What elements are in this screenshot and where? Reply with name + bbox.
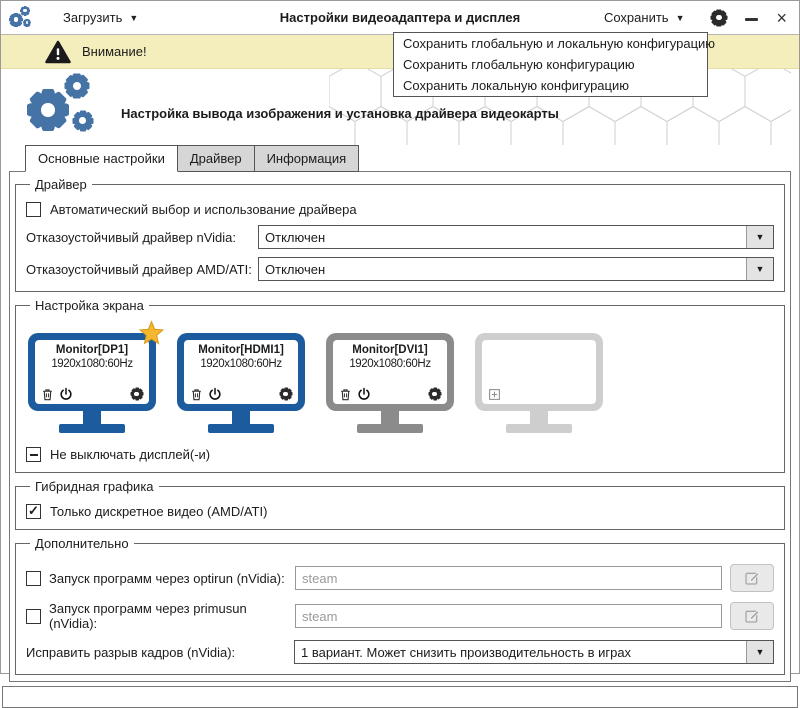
trash-icon[interactable] <box>190 388 203 401</box>
nvidia-failsafe-value: Отключен <box>265 229 326 245</box>
trash-icon[interactable] <box>339 388 352 401</box>
discrete-only-checkbox[interactable]: ✓ <box>26 504 41 519</box>
tab-main-settings[interactable]: Основные настройки <box>25 145 178 172</box>
save-dropdown-menu: Сохранить глобальную и локальную конфигу… <box>393 32 716 97</box>
amd-failsafe-select[interactable]: Отключен ▼ <box>258 257 774 281</box>
tab-bar: Основные настройки Драйвер Информация <box>25 145 799 172</box>
settings-gear-icon[interactable] <box>710 9 728 26</box>
title-bar: Загрузить ▼ Настройки видеоадаптера и ди… <box>1 1 799 35</box>
monitor-name: Monitor[HDMI1] <box>198 344 284 356</box>
primary-star-icon <box>138 320 165 345</box>
tearing-select[interactable]: 1 вариант. Может снизить производительно… <box>294 640 774 664</box>
tab-information[interactable]: Информация <box>254 145 360 172</box>
monitor-resolution: 1920x1080:60Hz <box>51 358 133 370</box>
power-icon[interactable] <box>59 387 73 401</box>
monitor-row: Monitor[DP1] 1920x1080:60Hz Monitor[HDMI… <box>26 317 774 433</box>
auto-driver-label: Автоматический выбор и использование дра… <box>50 202 357 217</box>
group-driver-legend: Драйвер <box>35 177 87 192</box>
primusun-checkbox[interactable] <box>26 608 41 624</box>
auto-driver-checkbox[interactable] <box>26 202 41 217</box>
tearing-label: Исправить разрыв кадров (nVidia): <box>26 644 236 660</box>
chevron-down-icon[interactable]: ▼ <box>746 641 773 663</box>
warning-triangle-icon <box>45 40 71 63</box>
indeterminate-mark <box>29 453 38 456</box>
minimize-button[interactable] <box>745 18 759 21</box>
chevron-down-icon: ▼ <box>129 12 139 23</box>
chevron-down-icon[interactable]: ▼ <box>746 226 773 248</box>
trash-icon[interactable] <box>41 388 54 401</box>
optirun-edit-button[interactable] <box>730 564 774 592</box>
app-gears-icon <box>9 5 35 30</box>
monitor-hdmi1[interactable]: Monitor[HDMI1] 1920x1080:60Hz <box>177 333 305 433</box>
edit-pencil-icon <box>745 572 760 585</box>
keep-display-on-label: Не выключать дисплей(-и) <box>50 447 211 462</box>
amd-failsafe-value: Отключен <box>265 261 326 277</box>
titlebar-controls: Сохранить ▼ × <box>596 9 799 27</box>
tearing-value: 1 вариант. Может снизить производительно… <box>301 644 632 660</box>
optirun-label: Запуск программ через optirun (nVidia): <box>49 570 285 586</box>
group-driver: Драйвер Автоматический выбор и использов… <box>15 177 785 292</box>
header-subtitle: Настройка вывода изображения и установка… <box>121 106 559 121</box>
nvidia-failsafe-select[interactable]: Отключен ▼ <box>258 225 774 249</box>
monitor-gear-icon[interactable] <box>130 387 143 401</box>
monitor-dp1[interactable]: Monitor[DP1] 1920x1080:60Hz <box>28 320 165 433</box>
amd-failsafe-label: Отказоустойчивый драйвер AMD/ATI: <box>26 261 252 277</box>
group-extra: Дополнительно Запуск программ через opti… <box>15 536 785 675</box>
nvidia-failsafe-label: Отказоустойчивый драйвер nVidia: <box>26 229 236 245</box>
app-logo-gears-icon <box>27 73 111 139</box>
optirun-input[interactable] <box>295 566 722 590</box>
group-extra-legend: Дополнительно <box>35 536 129 551</box>
menu-item-save-global[interactable]: Сохранить глобальную конфигурацию <box>403 57 635 72</box>
load-menu-button[interactable]: Загрузить ▼ <box>55 10 146 25</box>
group-screen-legend: Настройка экрана <box>35 298 144 313</box>
chevron-down-icon: ▼ <box>675 12 685 23</box>
group-hybrid-legend: Гибридная графика <box>35 479 154 494</box>
check-icon: ✓ <box>28 503 39 518</box>
monitor-resolution: 1920x1080:60Hz <box>200 358 282 370</box>
monitor-resolution: 1920x1080:60Hz <box>349 358 431 370</box>
primusun-input[interactable] <box>295 604 722 628</box>
tab-content-frame: Драйвер Автоматический выбор и использов… <box>9 171 791 682</box>
optirun-checkbox[interactable] <box>26 570 41 586</box>
group-screen: Настройка экрана Monitor[DP1] 1920x1080:… <box>15 298 785 473</box>
group-hybrid: Гибридная графика ✓ Только дискретное ви… <box>15 479 785 530</box>
status-bar <box>2 686 798 708</box>
primusun-label: Запуск программ через primusun (nVidia): <box>49 601 247 631</box>
chevron-down-icon[interactable]: ▼ <box>746 258 773 280</box>
load-menu-label: Загрузить <box>63 10 123 25</box>
keep-display-on-checkbox[interactable] <box>26 447 41 462</box>
warning-text: Внимание! <box>82 44 147 59</box>
monitor-add-slot[interactable] <box>475 333 603 433</box>
edit-pencil-icon <box>745 610 760 623</box>
add-monitor-icon[interactable] <box>488 388 501 401</box>
primusun-edit-button[interactable] <box>730 602 774 630</box>
save-menu-button[interactable]: Сохранить ▼ <box>596 10 693 25</box>
close-button[interactable]: × <box>776 7 787 28</box>
monitor-name: Monitor[DVI1] <box>352 344 428 356</box>
monitor-name: Monitor[DP1] <box>55 344 129 356</box>
power-icon[interactable] <box>208 387 222 401</box>
save-menu-label: Сохранить <box>603 10 669 25</box>
menu-item-save-global-local[interactable]: Сохранить глобальную и локальную конфигу… <box>403 36 716 51</box>
monitor-gear-icon[interactable] <box>279 387 292 401</box>
discrete-only-label: Только дискретное видео (AMD/ATI) <box>50 504 268 519</box>
tab-driver[interactable]: Драйвер <box>177 145 255 172</box>
power-icon[interactable] <box>357 387 371 401</box>
monitor-gear-icon[interactable] <box>428 387 441 401</box>
menu-item-save-local[interactable]: Сохранить локальную конфигурацию <box>403 78 629 93</box>
monitor-dvi1[interactable]: Monitor[DVI1] 1920x1080:60Hz <box>326 333 454 433</box>
